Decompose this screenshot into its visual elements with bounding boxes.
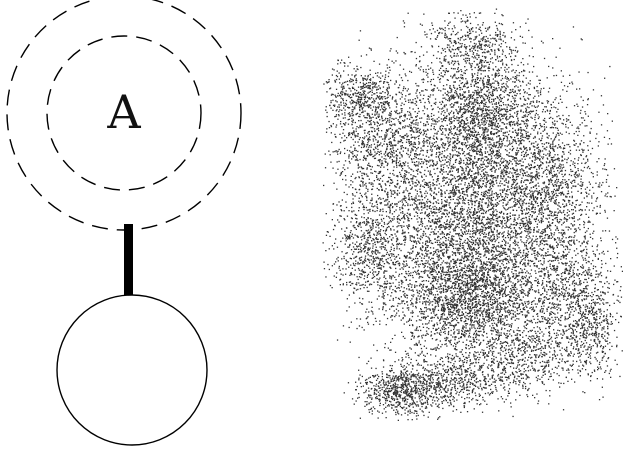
stipple-cloud <box>322 8 623 421</box>
node-a: A <box>6 0 242 231</box>
node-b <box>56 294 208 446</box>
node-a-inner-dashed-ring <box>46 35 202 191</box>
node-a-label: A <box>106 85 141 139</box>
connector-edge <box>124 224 133 295</box>
